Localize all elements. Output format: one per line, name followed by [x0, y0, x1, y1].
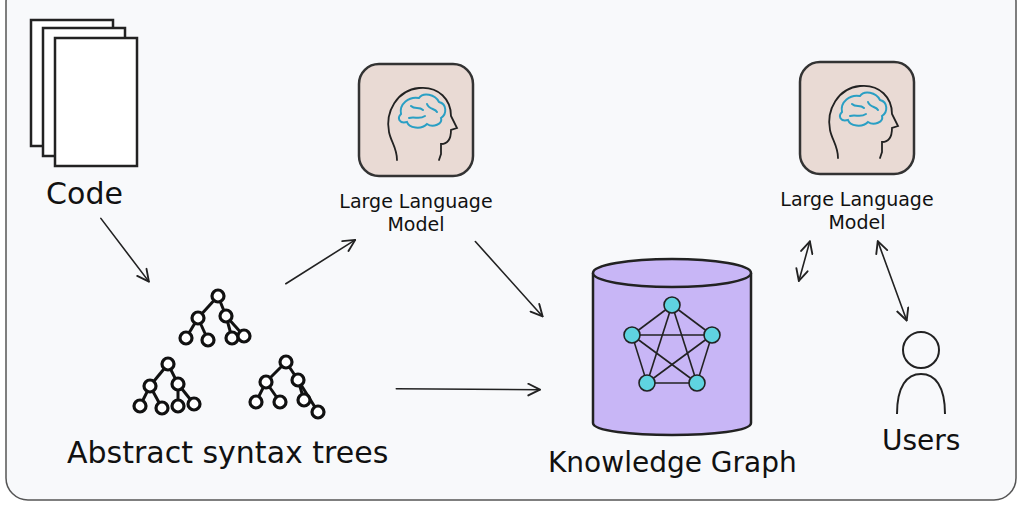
ast-node: Abstract syntax trees: [67, 288, 388, 471]
cylinder-icon: [587, 255, 757, 440]
node-label: Abstract syntax trees: [67, 435, 388, 471]
documents-icon: [27, 18, 142, 168]
arrow-connector: [396, 388, 540, 391]
node-label: Users: [882, 424, 960, 458]
arrow-connector: [475, 242, 542, 317]
brain-icon: [798, 60, 916, 176]
arrow-connector: [286, 240, 355, 284]
llm-node: Large Language Model: [767, 60, 947, 234]
node-label: Code: [46, 176, 123, 212]
arrow-connector: [878, 241, 907, 320]
brain-icon: [357, 62, 475, 178]
node-label: Large Language Model: [326, 190, 506, 236]
users-node: Users: [882, 328, 960, 458]
node-label: Large Language Model: [767, 188, 947, 234]
arrow-connector: [101, 218, 149, 281]
person-icon: [893, 328, 949, 416]
trees-icon: [128, 288, 328, 423]
knowledge-graph-node: Knowledge Graph: [548, 255, 797, 480]
arrow-connector: [799, 241, 810, 281]
llm-node: Large Language Model: [326, 62, 506, 236]
node-label: Knowledge Graph: [548, 446, 797, 480]
code-node: Code: [27, 18, 142, 212]
